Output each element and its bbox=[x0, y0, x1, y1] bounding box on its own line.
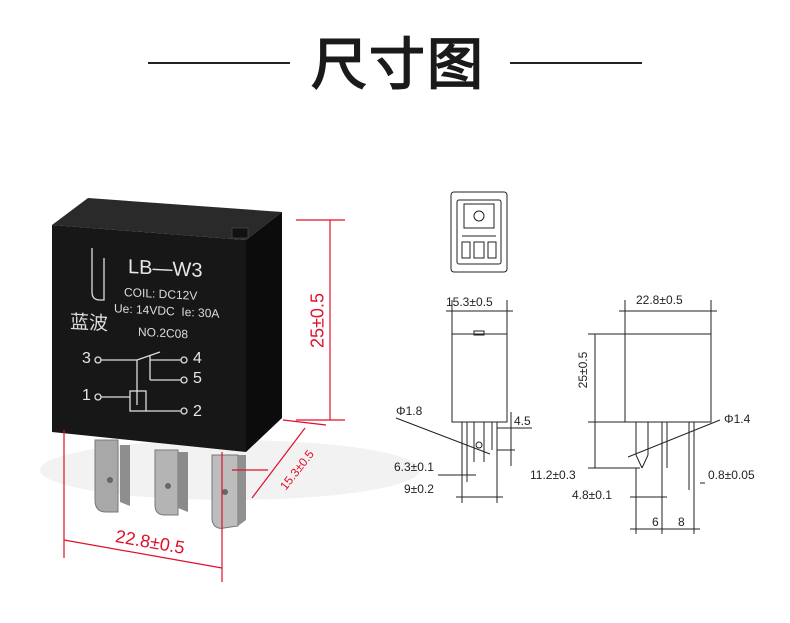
side-pin-width-label: 6.3±0.1 bbox=[394, 460, 434, 474]
pin-label-1: 1 bbox=[82, 387, 91, 404]
front-gap-2-label: 8 bbox=[678, 515, 685, 529]
title-rule-left bbox=[148, 62, 290, 64]
front-width-label: 22.8±0.5 bbox=[636, 293, 683, 307]
side-width-label: 15.3±0.5 bbox=[446, 295, 493, 309]
relay-pins bbox=[94, 439, 246, 529]
front-pin-length-label: 11.2±0.3 bbox=[530, 468, 576, 482]
title-rule-right bbox=[510, 62, 642, 64]
relay-schematic bbox=[91, 248, 188, 415]
front-gap-1-label: 6 bbox=[652, 515, 659, 529]
side-view bbox=[395, 300, 532, 503]
front-hole-label: Φ1.4 bbox=[724, 412, 751, 426]
side-tab-label: 4.5 bbox=[514, 414, 531, 428]
front-pin-width-label: 4.8±0.1 bbox=[572, 488, 612, 502]
front-view bbox=[588, 300, 721, 534]
top-view bbox=[450, 191, 508, 273]
page-title: 尺寸图 bbox=[311, 33, 485, 98]
front-height-label: 25±0.5 bbox=[576, 351, 590, 389]
pin-label-5: 5 bbox=[193, 370, 202, 387]
pin-label-2: 2 bbox=[193, 403, 202, 420]
pin-label-3: 3 bbox=[82, 350, 91, 367]
side-pin-span-label: 9±0.2 bbox=[404, 482, 434, 496]
front-pin-thickness-label: 0.8±0.05 bbox=[708, 468, 755, 482]
pin-label-4: 4 bbox=[193, 350, 202, 367]
photo-dim-lines bbox=[63, 219, 345, 582]
side-hole-label: Φ1.8 bbox=[396, 404, 423, 418]
